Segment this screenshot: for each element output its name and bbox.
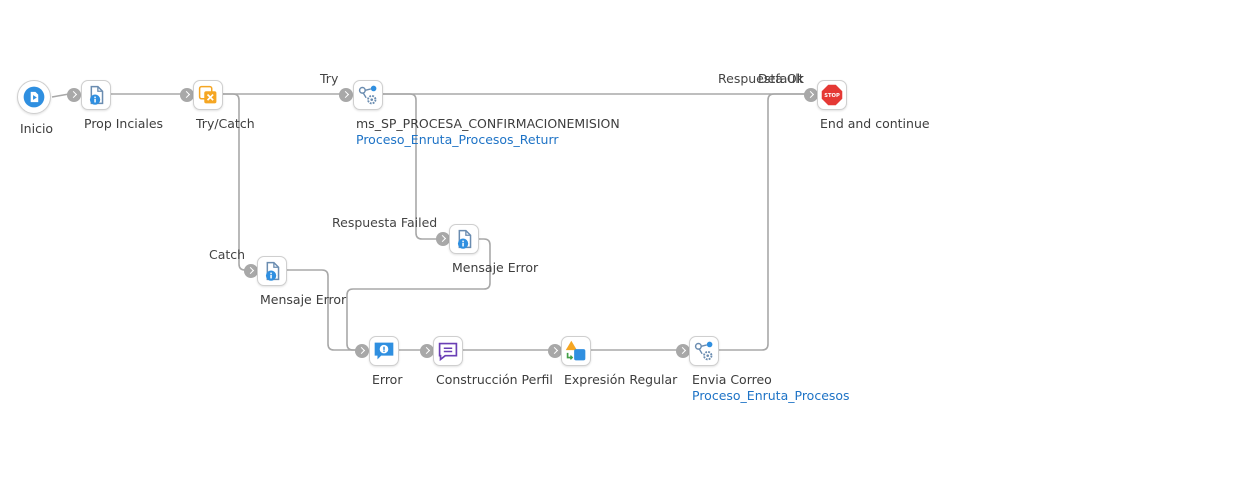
node-error-label: Error <box>372 372 403 387</box>
node-try-catch-label: Try/Catch <box>196 116 255 131</box>
stop-icon: STOP <box>821 84 843 106</box>
node-expresion-regular[interactable] <box>561 336 591 366</box>
port-ms-sp-in[interactable] <box>339 88 353 102</box>
node-envia-correo-label: Envia Correo <box>692 372 772 387</box>
edge-label-respuesta-ok: Respuesta Ok <box>718 71 804 86</box>
node-end-label: End and continue <box>820 116 930 131</box>
port-expresion-in[interactable] <box>548 344 562 358</box>
port-try-catch-in[interactable] <box>180 88 194 102</box>
edge-label-try: Try <box>320 71 339 86</box>
node-expresion-label: Expresión Regular <box>564 372 678 387</box>
info-document-icon <box>457 229 472 249</box>
edge-catch <box>222 93 247 271</box>
node-end[interactable]: STOP <box>817 80 847 110</box>
message-icon <box>438 342 458 362</box>
port-envia-correo-in[interactable] <box>676 344 690 358</box>
node-inicio[interactable] <box>17 80 51 114</box>
edge-label-default: Default <box>758 71 804 86</box>
edge-default <box>719 93 805 351</box>
start-document-icon <box>23 86 45 108</box>
node-error[interactable] <box>369 336 399 366</box>
port-end-in[interactable] <box>804 88 818 102</box>
port-mensaje-error-1-in[interactable] <box>244 264 258 278</box>
subprocess-icon <box>358 85 377 105</box>
info-document-icon <box>265 261 280 281</box>
node-mensaje-error-1[interactable] <box>257 256 287 286</box>
port-prop-inciales-in[interactable] <box>67 88 81 102</box>
try-catch-icon <box>198 85 217 104</box>
node-ms-sp-label: ms_SP_PROCESA_CONFIRMACIONEMISION <box>356 116 620 131</box>
node-mensaje-error-2-label: Mensaje Error <box>452 260 539 275</box>
shapes-icon <box>565 340 586 361</box>
port-error-in[interactable] <box>355 344 369 358</box>
edge-label-respuesta-failed: Respuesta Failed <box>332 215 438 230</box>
node-prop-inciales[interactable] <box>81 80 111 110</box>
node-envia-correo[interactable] <box>689 336 719 366</box>
subprocess-icon <box>694 341 713 361</box>
node-construccion-label: Construcción Perfil <box>436 372 553 387</box>
info-document-icon <box>89 85 104 105</box>
node-try-catch[interactable] <box>193 80 223 110</box>
port-mensaje-error-2-in[interactable] <box>436 232 450 246</box>
edge-label-catch: Catch <box>209 247 246 262</box>
node-mensaje-error-1-label: Mensaje Error <box>260 292 347 307</box>
node-inicio-label: Inicio <box>20 121 54 136</box>
stop-icon-text: STOP <box>824 93 840 99</box>
node-prop-inciales-label: Prop Inciales <box>84 116 164 131</box>
node-construccion-perfil[interactable] <box>433 336 463 366</box>
error-message-icon <box>374 342 394 360</box>
node-ms-sp[interactable] <box>353 80 383 110</box>
edge-mensaje1-error <box>287 269 356 351</box>
node-envia-correo-sublabel[interactable]: Proceso_Enruta_Procesos <box>692 388 850 403</box>
port-construccion-in[interactable] <box>420 344 434 358</box>
node-mensaje-error-2[interactable] <box>449 224 479 254</box>
edge-mensaje2-error <box>346 238 491 351</box>
node-ms-sp-sublabel[interactable]: Proceso_Enruta_Procesos_Returr <box>356 132 559 147</box>
